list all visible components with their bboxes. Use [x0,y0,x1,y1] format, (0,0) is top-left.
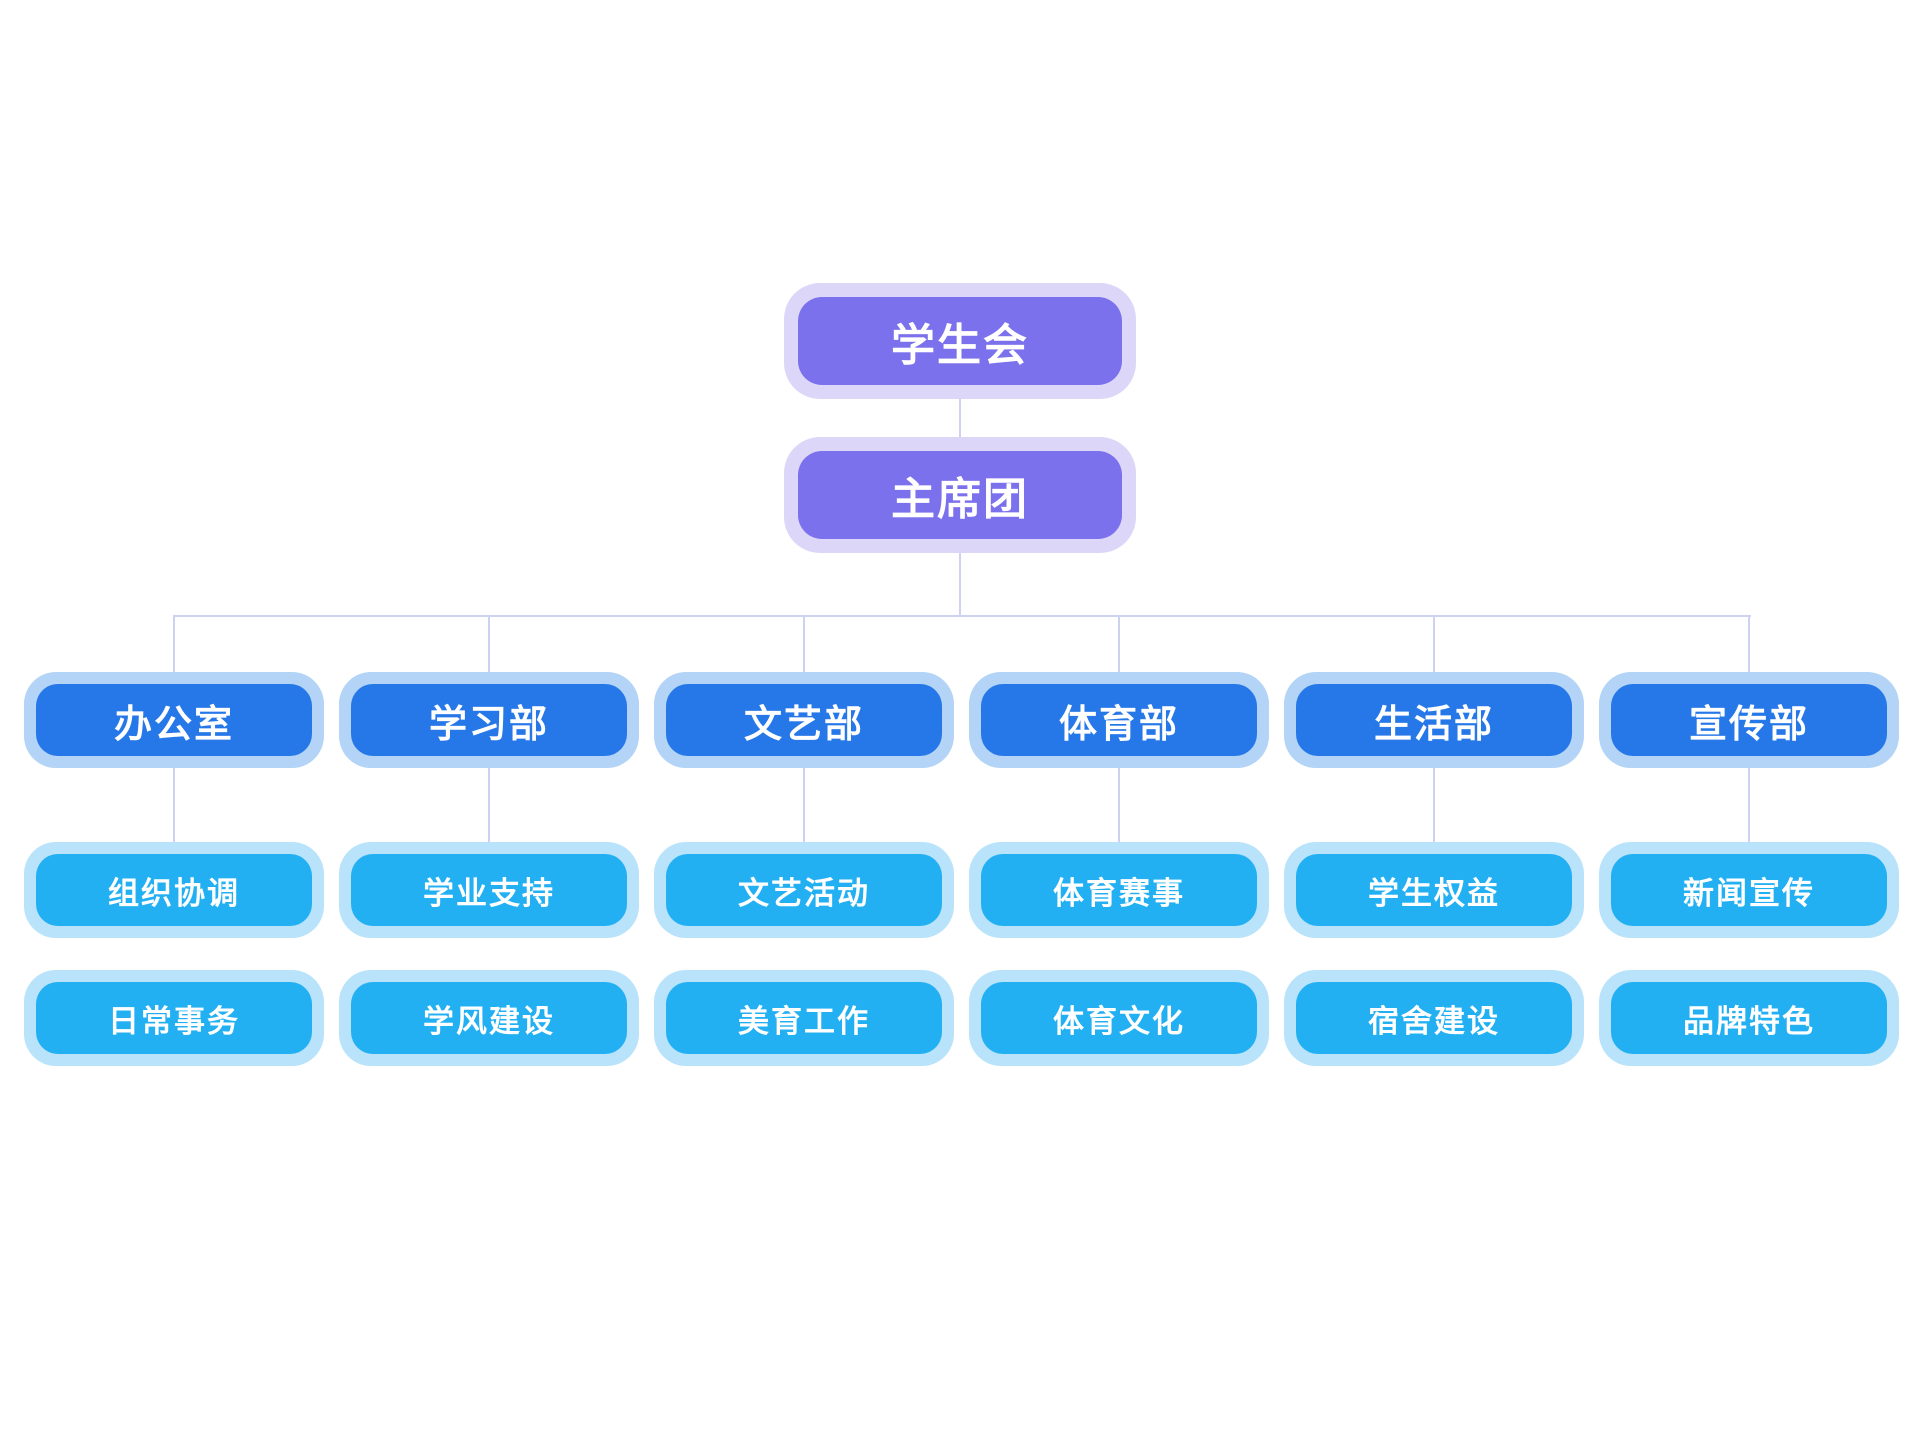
sub-label: 宿舍建设 [1296,982,1572,1054]
dept-column-study: 学习部 学业支持 学风建设 [339,615,639,1066]
sub-label: 品牌特色 [1611,982,1887,1054]
sub-node: 学生权益 [1284,842,1584,938]
dept-node: 学习部 [339,672,639,768]
dept-label: 学习部 [351,684,627,756]
sub-node: 美育工作 [654,970,954,1066]
dept-node: 体育部 [969,672,1269,768]
org-node-executive: 主席团 [784,437,1136,553]
connector-bus-dept [488,615,490,672]
connector-bus-dept [803,615,805,672]
connector-bus-dept [1433,615,1435,672]
dept-label: 宣传部 [1611,684,1887,756]
connector-bus-dept [173,615,175,672]
dept-label: 体育部 [981,684,1257,756]
sub-node: 学业支持 [339,842,639,938]
connector-bus-dept [1118,615,1120,672]
sub-label: 美育工作 [666,982,942,1054]
connector-dept-sub [1433,768,1435,842]
sub-label: 学生权益 [1296,854,1572,926]
dept-label: 文艺部 [666,684,942,756]
dept-column-sports: 体育部 体育赛事 体育文化 [969,615,1269,1066]
sub-label: 体育文化 [981,982,1257,1054]
sub-label: 体育赛事 [981,854,1257,926]
sub-label: 组织协调 [36,854,312,926]
sub-label: 学业支持 [351,854,627,926]
sub-label: 文艺活动 [666,854,942,926]
org-node-root-label: 学生会 [798,297,1122,385]
sub-node: 文艺活动 [654,842,954,938]
dept-node: 生活部 [1284,672,1584,768]
sub-node: 日常事务 [24,970,324,1066]
connector-dept-sub [1118,768,1120,842]
sub-node: 体育文化 [969,970,1269,1066]
org-node-root: 学生会 [784,283,1136,399]
dept-label: 办公室 [36,684,312,756]
connector-dept-sub [173,768,175,842]
org-node-executive-label: 主席团 [798,451,1122,539]
connector-dept-sub [803,768,805,842]
connector-bus-dept [1748,615,1750,672]
sub-label: 学风建设 [351,982,627,1054]
dept-column-arts: 文艺部 文艺活动 美育工作 [654,615,954,1066]
connector-bus [173,615,1751,617]
dept-column-office: 办公室 组织协调 日常事务 [24,615,324,1066]
dept-node: 办公室 [24,672,324,768]
connector-dept-sub [1748,768,1750,842]
sub-node: 新闻宣传 [1599,842,1899,938]
sub-node: 组织协调 [24,842,324,938]
dept-node: 文艺部 [654,672,954,768]
dept-label: 生活部 [1296,684,1572,756]
connector-executive-bus [959,553,961,615]
sub-node: 宿舍建设 [1284,970,1584,1066]
sub-node: 学风建设 [339,970,639,1066]
sub-node: 品牌特色 [1599,970,1899,1066]
sub-node: 体育赛事 [969,842,1269,938]
dept-column-publicity: 宣传部 新闻宣传 品牌特色 [1599,615,1899,1066]
connector-root-executive [959,399,961,437]
connector-dept-sub [488,768,490,842]
dept-node: 宣传部 [1599,672,1899,768]
sub-label: 新闻宣传 [1611,854,1887,926]
dept-column-life: 生活部 学生权益 宿舍建设 [1284,615,1584,1066]
sub-label: 日常事务 [36,982,312,1054]
